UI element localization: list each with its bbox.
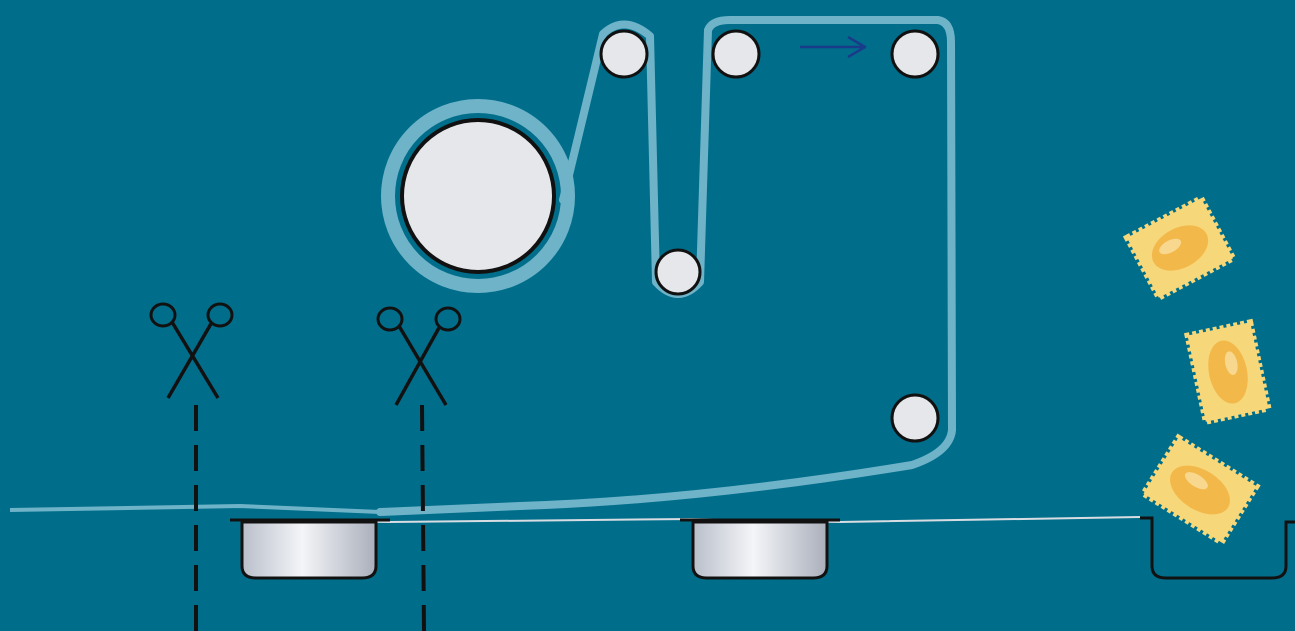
sealed-tray [680,518,840,580]
direction-arrow-icon [800,35,867,59]
ravioli-icon [1139,433,1261,547]
open-tray [1140,516,1295,580]
dancer-roller [654,248,702,296]
scissors-icon [376,306,462,406]
film-path [376,16,956,516]
guide-roller-3 [890,29,940,79]
sealed-tray [230,518,390,580]
guide-roller-1 [599,29,649,79]
film-bottom-web [9,503,381,514]
ravioli-icon [1122,194,1238,302]
guide-roller-2 [711,29,761,79]
cut-line-2 [420,404,426,631]
scissors-icon [149,302,234,399]
guide-roller-4 [890,393,940,443]
film-supply-roll [400,118,556,274]
ravioli-icon [1183,318,1273,426]
